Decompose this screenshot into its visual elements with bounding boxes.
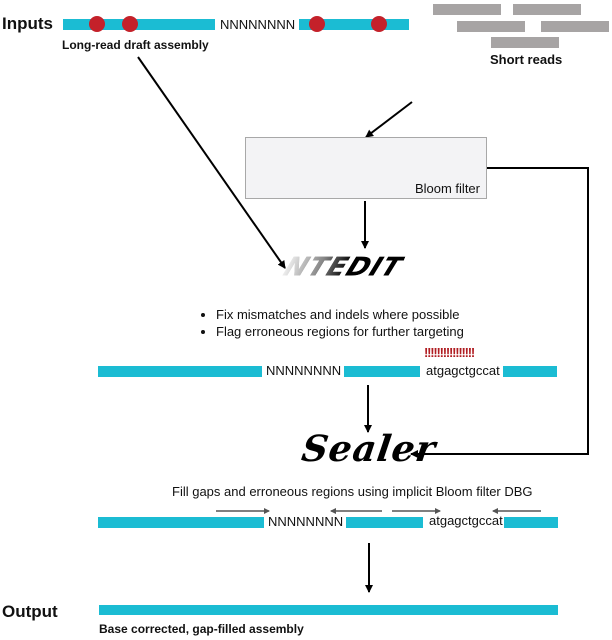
sealer-contig: [346, 517, 423, 528]
ntedit-bullet: Flag erroneous regions for further targe…: [216, 323, 464, 340]
arrow-reads-to-bloom: [365, 101, 413, 138]
ntedit-contig: [503, 366, 557, 377]
ntedit-bullet: Fix mismatches and indels where possible: [216, 306, 464, 323]
bloom-filter-label: Bloom filter: [414, 181, 480, 196]
ntedit-logo: NTEDIT: [279, 253, 407, 282]
ntedit-gap-text: NNNNNNNN: [266, 363, 342, 378]
ntedit-contig: [344, 366, 420, 377]
error-dot: [122, 16, 138, 32]
error-dot: [309, 16, 325, 32]
sealer-gap-text: NNNNNNNN: [268, 514, 344, 529]
bloom-filter-box: Bloom filter: [245, 137, 487, 199]
draft-contig-right: [299, 19, 409, 30]
output-section-label: Output: [2, 602, 58, 621]
sealer-logo: Sealer: [299, 428, 439, 470]
short-read: [513, 4, 581, 15]
ntedit-contig: [98, 366, 262, 377]
draft-contig-left: [63, 19, 215, 30]
inputs-section-label: Inputs: [2, 14, 53, 33]
short-read: [541, 21, 609, 32]
error-dot: [89, 16, 105, 32]
draft-assembly-label: Long-read draft assembly: [62, 38, 209, 52]
error-dot: [371, 16, 387, 32]
ntedit-bullet-list: Fix mismatches and indels where possible…: [200, 306, 464, 340]
short-read: [433, 4, 501, 15]
ntedit-erroneous-seq: atgagctgccat: [426, 363, 500, 378]
output-assembly: [99, 605, 558, 615]
sealer-description: Fill gaps and erroneous regions using im…: [172, 484, 533, 499]
sealer-erroneous-seq: atgagctgccat: [429, 513, 503, 528]
output-assembly-label: Base corrected, gap-filled assembly: [99, 622, 304, 636]
sealer-contig: [504, 517, 558, 528]
draft-gap-text: NNNNNNNN: [220, 17, 296, 32]
arrow-draft-to-ntedit: [137, 56, 286, 269]
short-read: [491, 37, 559, 48]
arrow-bloom-to-sealer: [410, 167, 589, 458]
sealer-contig: [98, 517, 264, 528]
short-reads-label: Short reads: [490, 52, 563, 67]
ntedit-logo-text: NTEDIT: [279, 252, 408, 283]
short-read: [457, 21, 525, 32]
error-flag-marks: !!!!!!!!!!!!!!!!: [424, 345, 475, 360]
